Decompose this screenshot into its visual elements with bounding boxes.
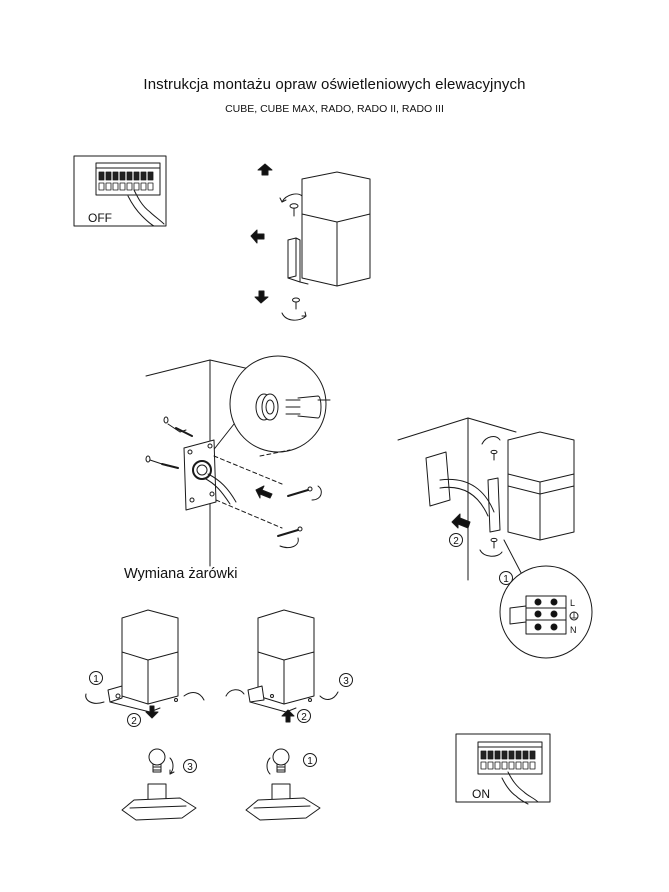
rotate-arrow-icon — [479, 549, 503, 557]
arrow-down-icon — [254, 290, 269, 304]
arrow-left-icon — [250, 229, 265, 244]
section-title-bulb-replacement: Wymiana żarówki — [124, 566, 238, 582]
hand-icon — [501, 771, 539, 805]
rotate-arrow-icon — [266, 757, 271, 775]
on-label: ON — [472, 787, 490, 801]
terminal-label-live: L — [570, 598, 575, 608]
step-badge-3: 3 — [187, 762, 193, 773]
rotate-arrow-icon — [311, 485, 322, 501]
lamp-attach-diagram: 2 1 L N — [397, 417, 593, 659]
rotate-arrow-icon — [281, 193, 303, 203]
hand-icon — [127, 189, 165, 227]
rotate-arrow-icon — [319, 691, 339, 700]
off-switch-panel — [73, 155, 167, 227]
on-switch-panel — [455, 733, 551, 805]
terminal-label-neutral: N — [570, 625, 577, 635]
off-label: OFF — [88, 211, 112, 225]
bulb-icon — [272, 748, 290, 766]
rotate-arrow-icon — [481, 436, 501, 445]
bulb-removal-diagram: 1 2 — [85, 609, 205, 727]
rotate-arrow-icon — [169, 757, 174, 775]
step-badge-1: 1 — [503, 574, 509, 585]
step-badge-2: 2 — [131, 716, 137, 727]
rotate-arrow-icon — [85, 693, 105, 704]
page-subtitle: CUBE, CUBE MAX, RADO, RADO II, RADO III — [225, 103, 444, 115]
rotate-arrow-icon — [281, 312, 307, 321]
step-badge-3: 3 — [343, 676, 349, 687]
step-badge-2: 2 — [301, 712, 307, 723]
arrow-down-icon — [145, 705, 159, 719]
page-title: Instrukcja montażu opraw oświetleniowych… — [143, 76, 526, 93]
rotate-arrow-icon — [225, 689, 245, 697]
bulb-socket-right: 1 — [245, 748, 321, 821]
bulb-icon — [148, 748, 166, 766]
arrow-left-icon — [451, 513, 471, 529]
step-badge-1: 1 — [307, 756, 313, 767]
lamp-exploded-view — [250, 163, 371, 321]
arrow-up-icon — [257, 163, 273, 176]
bulb-install-diagram: 3 2 — [225, 609, 353, 723]
rotate-arrow-icon — [183, 692, 205, 701]
arrow-up-icon — [281, 709, 295, 723]
arrow-left-icon — [255, 485, 273, 499]
wall-mounting-diagram — [145, 355, 331, 567]
step-badge-1: 1 — [93, 674, 99, 685]
step-badge-2: 2 — [453, 536, 459, 547]
bulb-socket-left: 3 — [121, 748, 197, 821]
rotate-arrow-icon — [279, 537, 299, 549]
